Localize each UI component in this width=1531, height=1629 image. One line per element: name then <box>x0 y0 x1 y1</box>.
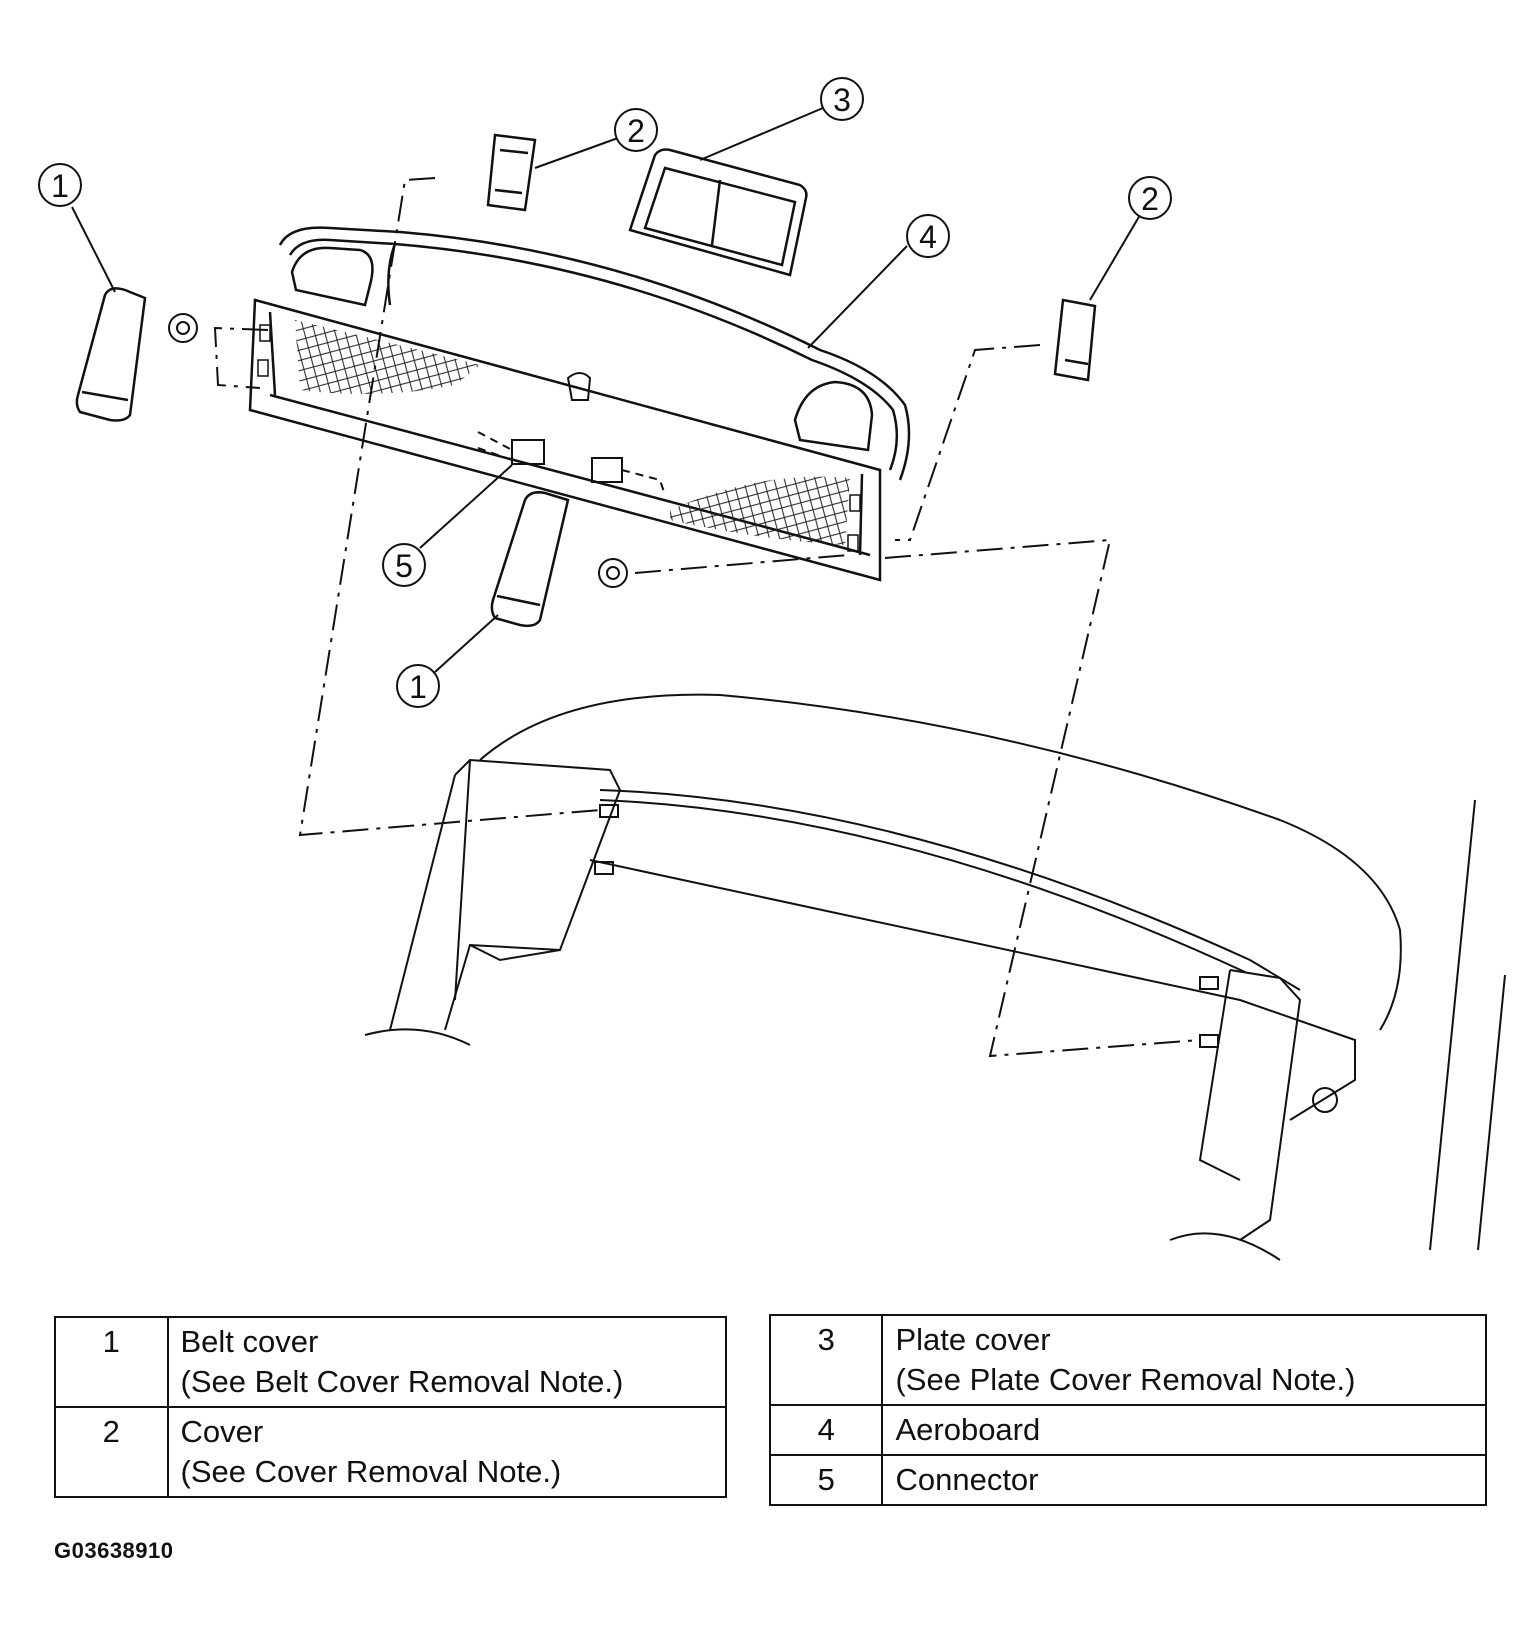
legend-row: 5 Connector <box>768 1454 1487 1506</box>
legend-number: 4 <box>768 1404 884 1456</box>
callout-leaders <box>71 107 1141 673</box>
connector-part <box>477 431 666 496</box>
legend-part-note: (See Cover Removal Note.) <box>180 1454 562 1489</box>
legend-row: 3 Plate cover (See Plate Cover Removal N… <box>768 1314 1487 1406</box>
aeroboard-part <box>248 226 911 582</box>
legend-part-name: Belt cover <box>180 1324 319 1359</box>
nut-part <box>168 313 628 588</box>
legend-number: 5 <box>768 1454 884 1506</box>
legend-part-name: Connector <box>881 1454 1487 1506</box>
plate-cover-part <box>628 148 808 277</box>
legend-part-note: (See Plate Cover Removal Note.) <box>895 1362 1356 1397</box>
svg-text:4: 4 <box>919 219 937 255</box>
callout-1a: 1 <box>38 163 82 207</box>
legend-number: 2 <box>54 1406 169 1498</box>
callout-5: 5 <box>382 543 426 587</box>
legend-part-name: Plate cover <box>895 1322 1051 1357</box>
svg-text:2: 2 <box>1141 181 1159 217</box>
svg-text:1: 1 <box>51 168 69 204</box>
vehicle-body <box>364 693 1506 1261</box>
exploded-view-diagram: 1 2 3 2 4 5 1 <box>38 77 1506 1261</box>
callout-2b: 2 <box>1128 176 1172 220</box>
legend-description: Cover (See Cover Removal Note.) <box>166 1406 727 1498</box>
legend-part-note: (See Belt Cover Removal Note.) <box>180 1364 624 1399</box>
alignment-lines <box>213 177 1201 1058</box>
svg-text:5: 5 <box>395 548 413 584</box>
legend-row: 1 Belt cover (See Belt Cover Removal Not… <box>54 1316 727 1408</box>
svg-text:2: 2 <box>627 113 645 149</box>
callout-1b: 1 <box>396 664 440 708</box>
legend-table-right: 3 Plate cover (See Plate Cover Removal N… <box>768 1314 1487 1506</box>
callout-2a: 2 <box>614 108 658 152</box>
legend-description: Belt cover (See Belt Cover Removal Note.… <box>166 1316 727 1408</box>
cover-part <box>486 133 1097 382</box>
callout-3: 3 <box>820 77 864 121</box>
legend-row: 4 Aeroboard <box>768 1404 1487 1456</box>
legend-part-name: Aeroboard <box>881 1404 1487 1456</box>
figure-id: G03638910 <box>54 1538 174 1563</box>
legend-number: 3 <box>768 1314 884 1406</box>
svg-text:1: 1 <box>409 669 427 705</box>
legend-row: 2 Cover (See Cover Removal Note.) <box>54 1406 727 1498</box>
legend-description: Plate cover (See Plate Cover Removal Not… <box>881 1314 1487 1406</box>
legend-part-name: Cover <box>180 1414 264 1449</box>
svg-text:3: 3 <box>833 82 851 118</box>
legend-number: 1 <box>54 1316 169 1408</box>
legend-table-left: 1 Belt cover (See Belt Cover Removal Not… <box>54 1316 727 1498</box>
callout-4: 4 <box>906 214 950 258</box>
